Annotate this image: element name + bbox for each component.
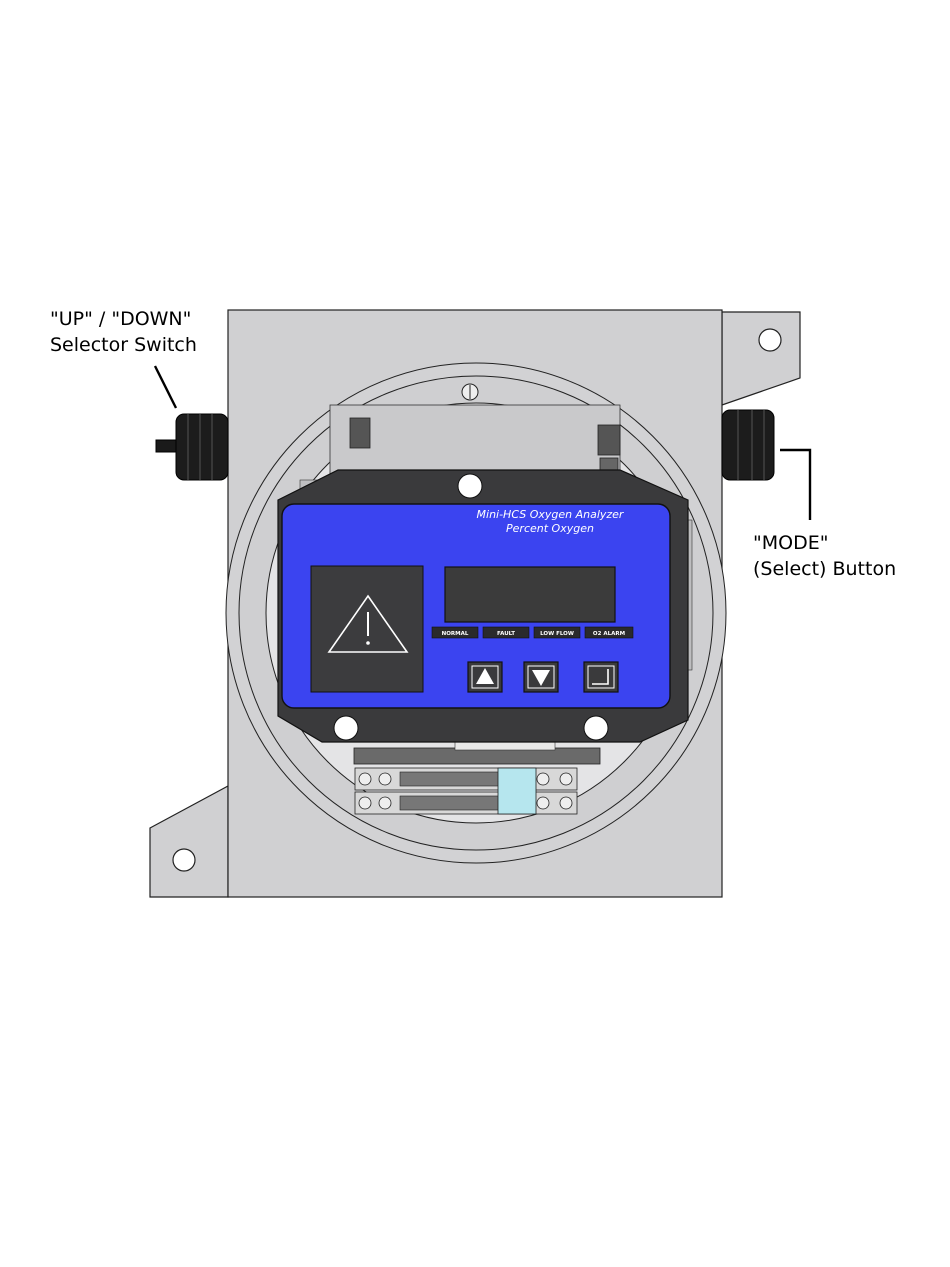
led-label-low-flow: LOW FLOW bbox=[540, 631, 574, 637]
bottom-left-flange bbox=[150, 786, 228, 897]
enter-button[interactable] bbox=[584, 662, 618, 692]
down-button[interactable] bbox=[524, 662, 558, 692]
mode-leader-line bbox=[780, 450, 810, 520]
selector-switch-callout: "UP" / "DOWN" Selector Switch bbox=[50, 306, 197, 358]
mode-callout-line2: (Select) Button bbox=[753, 556, 896, 582]
mode-callout-line1: "MODE" bbox=[753, 530, 896, 556]
bottom-left-mounting-hole bbox=[173, 849, 195, 871]
selector-callout-line2: Selector Switch bbox=[50, 332, 197, 358]
housing-hole-bottom-right bbox=[584, 716, 608, 740]
housing-hole-bottom-left bbox=[334, 716, 358, 740]
faceplate-title-line1: Mini-HCS Oxygen Analyzer bbox=[440, 508, 660, 522]
faceplate-title-line2: Percent Oxygen bbox=[440, 522, 660, 536]
lcd-display bbox=[445, 567, 615, 622]
led-label-normal: NORMAL bbox=[442, 631, 469, 637]
top-right-mounting-hole bbox=[759, 329, 781, 351]
faceplate-title: Mini-HCS Oxygen Analyzer Percent Oxygen bbox=[440, 508, 660, 536]
housing-hole-top bbox=[458, 474, 482, 498]
selector-callout-line1: "UP" / "DOWN" bbox=[50, 306, 197, 332]
up-button[interactable] bbox=[468, 662, 502, 692]
selector-switch[interactable] bbox=[156, 414, 228, 480]
led-label-fault: FAULT bbox=[497, 631, 515, 637]
selector-leader-line bbox=[155, 366, 176, 408]
mode-button-callout: "MODE" (Select) Button bbox=[753, 530, 896, 582]
top-right-flange bbox=[722, 312, 800, 405]
mode-button[interactable] bbox=[722, 410, 774, 480]
led-label-o2-alarm: O2 ALARM bbox=[593, 631, 625, 637]
